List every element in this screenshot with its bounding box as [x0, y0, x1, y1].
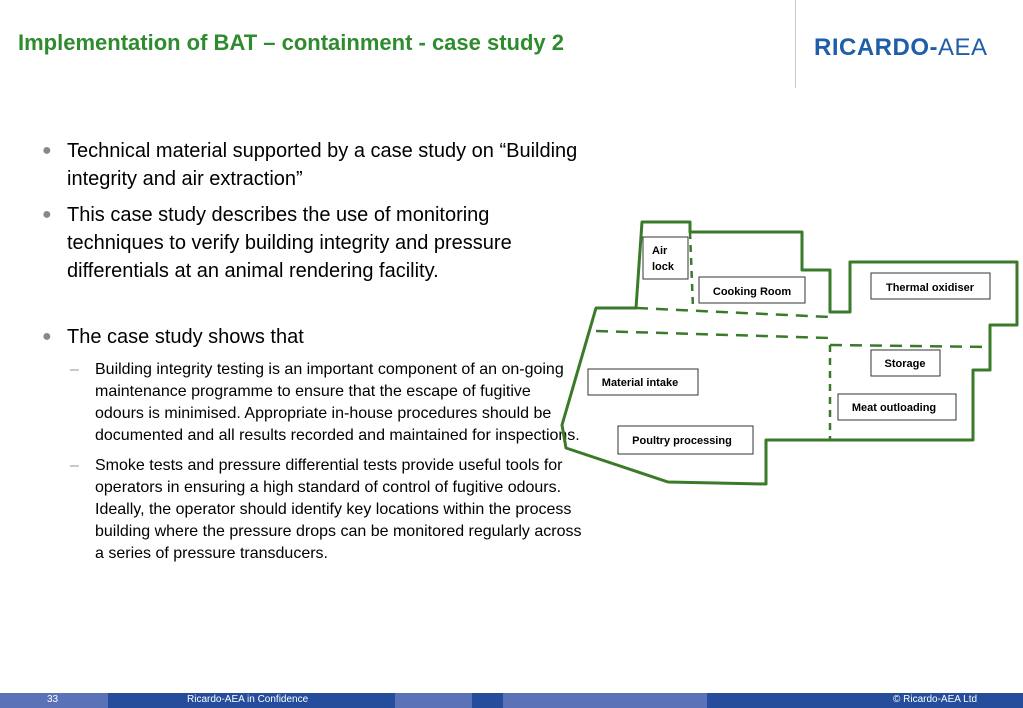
bullet-text: The case study shows that [67, 326, 304, 348]
bullet-text: This case study describes the use of mon… [67, 204, 512, 282]
sub-bullet-dash-icon: – [70, 361, 79, 378]
label-box-meat-outloading [837, 393, 957, 421]
label-poultry-processing: Poultry processing [632, 435, 732, 447]
logo-aea: AEA [938, 34, 988, 61]
label-cooking-room: Cooking Room [713, 286, 791, 298]
dashed-partition [829, 343, 991, 349]
sub-bullet-dash-icon: – [70, 457, 79, 474]
label-box-cooking-room [698, 276, 806, 304]
dashed-partition [595, 329, 831, 340]
footer-segment [503, 693, 707, 708]
footer-segment [395, 693, 472, 708]
logo-dash: - [929, 34, 938, 61]
label-storage: Storage [885, 358, 926, 370]
bullet-item: ● This case study describes the use of mo… [42, 201, 582, 285]
confidentiality-note: Ricardo-AEA in Confidence [187, 694, 309, 705]
dashed-partition [688, 231, 695, 309]
logo-ricardo: RICARDO [814, 34, 930, 61]
facility-floor-plan: Air lock Cooking Room Thermal oxidiser S… [560, 220, 1019, 486]
label-box-air-lock [642, 236, 689, 280]
bullet-item: ● The case study shows that [42, 323, 582, 351]
page-title: Implementation of BAT – containment - ca… [18, 30, 565, 55]
label-box-thermal-oxidiser [870, 272, 991, 300]
header-divider [795, 0, 796, 88]
bullet-dot-icon: ● [42, 328, 52, 345]
label-box-storage [870, 349, 941, 377]
slide-body: ● Technical material supported by a case … [42, 137, 582, 573]
label-air-lock-line2: lock [652, 261, 675, 273]
bullet-dot-icon: ● [42, 206, 52, 223]
copyright-note: © Ricardo-AEA Ltd [893, 694, 978, 705]
label-air-lock-line1: Air [652, 245, 668, 257]
sub-bullet-item: –Smoke tests and pressure differential t… [42, 455, 582, 565]
ricardo-aea-logo: RICARDO-AEA [814, 34, 988, 62]
sub-bullet-text: Building integrity testing is an importa… [95, 361, 580, 444]
label-meat-outloading: Meat outloading [852, 402, 936, 414]
facility-outline [560, 220, 1019, 486]
label-box-material-intake [587, 368, 699, 396]
bullet-item: ● Technical material supported by a case … [42, 137, 582, 193]
sub-bullet-text: Smoke tests and pressure differential te… [95, 457, 582, 562]
footer-segment [0, 693, 108, 708]
bullet-dot-icon: ● [42, 142, 52, 159]
bullet-text: Technical material supported by a case s… [67, 140, 578, 190]
dashed-partition [635, 306, 831, 319]
label-box-poultry-processing [617, 425, 754, 455]
label-thermal-oxidiser: Thermal oxidiser [886, 282, 975, 294]
label-material-intake: Material intake [602, 377, 678, 389]
page-number: 33 [47, 694, 59, 705]
footer-bar: 33 Ricardo-AEA in Confidence © Ricardo-A… [0, 693, 1023, 708]
sub-bullet-item: –Building integrity testing is an import… [42, 359, 582, 447]
